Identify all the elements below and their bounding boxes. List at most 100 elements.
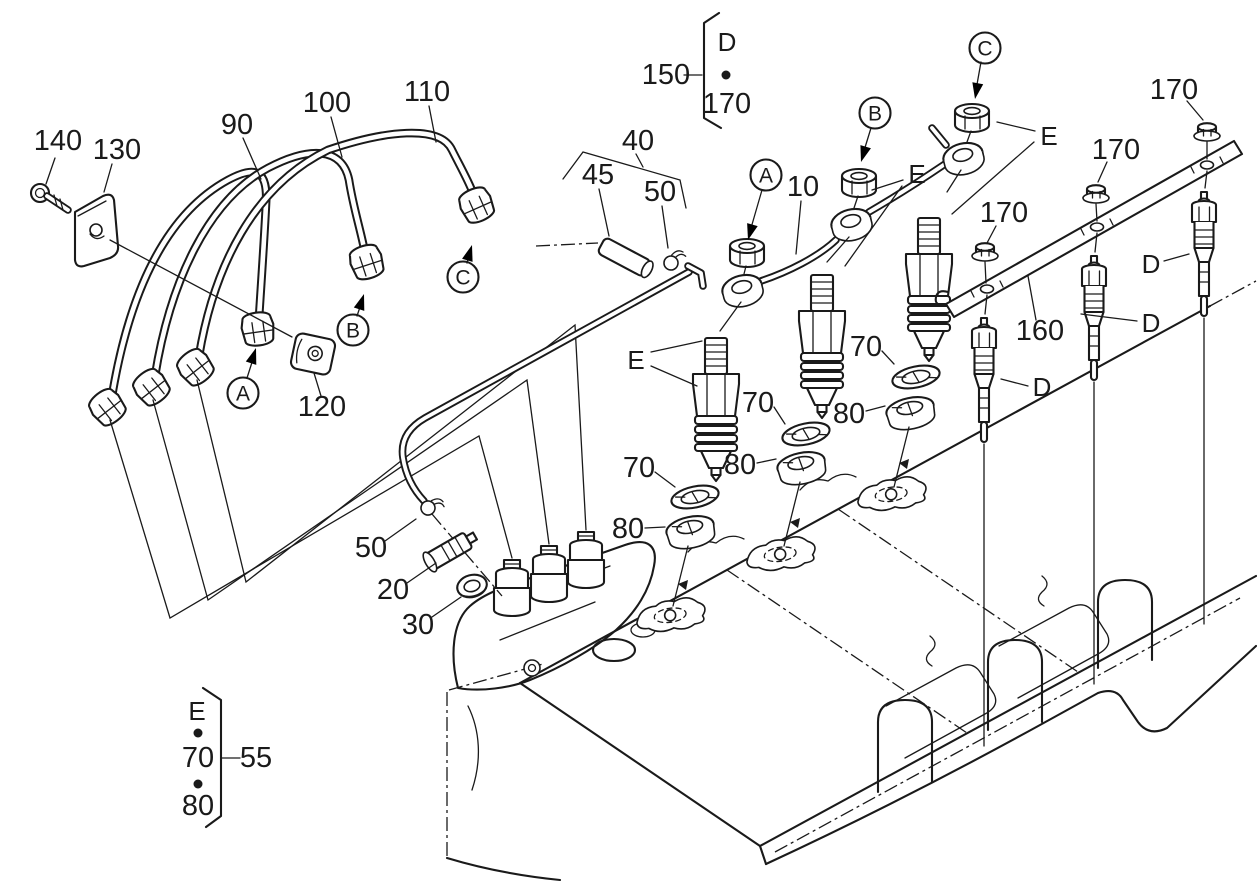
part-label-40: 40 (622, 125, 654, 157)
glow-plug-1 (970, 316, 998, 444)
pipe-nut (127, 363, 176, 412)
legend-bullet (721, 70, 731, 80)
part-label-70-i2: 70 (742, 387, 774, 419)
legend-bullet (193, 728, 203, 738)
nut-170-3 (1192, 122, 1222, 143)
part-label-30: 30 (402, 609, 434, 641)
hose-45 (597, 237, 654, 279)
detail-label-d-plug2: D (1142, 308, 1161, 338)
overflow-hose-group (398, 237, 707, 599)
glow-plug-group (934, 122, 1244, 747)
cap-nut-a (728, 237, 766, 269)
gear-case-block (445, 663, 562, 882)
delivery-holder-3 (566, 530, 606, 590)
part-label-45: 45 (582, 159, 614, 191)
marker-c-pos: C (968, 31, 1002, 65)
part-label-55: 55 (240, 742, 272, 774)
injectors (663, 216, 954, 607)
glow-plug-2 (1080, 254, 1108, 382)
injection-pipes (83, 128, 587, 619)
glow-bore-1 (876, 698, 934, 794)
joint-20 (422, 531, 479, 573)
group-brackets (193, 11, 731, 829)
part-label-120: 120 (298, 391, 346, 423)
cylinder-head (445, 280, 1257, 882)
seal-30 (456, 573, 488, 599)
injection-pipe-110 (194, 128, 478, 361)
part-label-140: 140 (34, 125, 82, 157)
svg-text:C: C (977, 38, 992, 61)
legend150-item-d: D (718, 27, 737, 57)
legend55-item-80: 80 (182, 790, 214, 822)
pipe-nut (83, 383, 132, 432)
clamp-120 (289, 332, 337, 376)
clip-50 (662, 248, 687, 272)
part-label-170-3: 170 (1150, 74, 1198, 106)
pipe-nut (171, 343, 220, 392)
cap-nut-c (953, 102, 991, 134)
seal-80-i1 (663, 511, 719, 554)
banjo-eye-1 (718, 269, 767, 312)
injection-pump (452, 530, 656, 691)
part-label-110: 110 (404, 76, 450, 108)
pipe-nut-b (345, 240, 389, 284)
detail-label-d-plug1: D (1033, 372, 1052, 402)
svg-text:A: A (236, 383, 250, 406)
part-label-10: 10 (787, 171, 819, 203)
svg-text:A: A (759, 165, 773, 188)
svg-text:B: B (346, 320, 360, 343)
part-label-70-i1: 70 (623, 452, 655, 484)
marker-a-pipe: A (226, 376, 260, 410)
legend-bullet (193, 779, 203, 789)
cap-nut-b (840, 167, 878, 199)
injector-2 (797, 273, 847, 420)
part-label-170-2: 170 (1092, 134, 1140, 166)
legend55-item-70: 70 (182, 742, 214, 774)
part-label-70-i3: 70 (850, 331, 882, 363)
part-label-100: 100 (303, 87, 351, 119)
delivery-holder-2 (529, 544, 569, 604)
pipe-clamp-group (29, 182, 337, 376)
injector-3 (904, 216, 954, 363)
part-labels: 140 130 90 100 110 150 D 170 40 45 50 10… (34, 27, 1198, 822)
bolt-140 (29, 182, 72, 214)
marker-a-pos: A (749, 158, 783, 192)
part-label-50-hose: 50 (644, 176, 676, 208)
seal-70-i1 (668, 480, 722, 514)
pipe-nut-a (238, 309, 278, 349)
glow-bore-2 (986, 638, 1044, 732)
nut-170-2 (1081, 184, 1111, 205)
detail-label-e-inj3: E (1040, 121, 1057, 151)
bracket-150 (702, 11, 723, 130)
part-label-80-i1: 80 (612, 513, 644, 545)
glow-bore-3 (1096, 578, 1154, 670)
glow-plug-3 (1190, 190, 1218, 318)
bracket-40 (562, 151, 687, 209)
clamp-130 (73, 193, 120, 268)
part-label-170-1: 170 (980, 197, 1028, 229)
part-label-80-i2: 80 (724, 449, 756, 481)
marker-b-pos: B (858, 96, 892, 130)
detail-label-d-plug3: D (1142, 249, 1161, 279)
injector-seat-2 (743, 533, 819, 575)
part-label-50-clip: 50 (355, 532, 387, 564)
svg-text:B: B (868, 103, 882, 126)
legend55-item-e: E (188, 696, 205, 726)
delivery-holder-1 (492, 558, 532, 618)
injector-seat-3 (854, 473, 930, 515)
leak-off-pipe (718, 102, 991, 332)
svg-text:C: C (455, 267, 470, 290)
part-label-80-i3: 80 (833, 398, 865, 430)
bracket-55 (201, 686, 223, 829)
part-label-150: 150 (642, 59, 690, 91)
part-label-130: 130 (93, 134, 141, 166)
seal-70-i3 (889, 360, 943, 394)
injector-seat-1 (633, 594, 709, 636)
part-label-20: 20 (377, 574, 409, 606)
pipe-nut-c (454, 182, 499, 228)
position-markers: A B C A B C (226, 31, 1002, 410)
marker-c-pipe: C (446, 260, 480, 294)
legend150-item-170: 170 (703, 88, 751, 120)
